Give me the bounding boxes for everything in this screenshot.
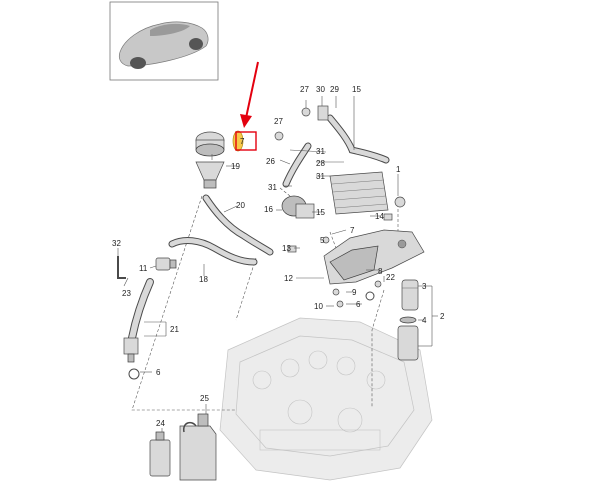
callout-6-left[interactable]: 6 [156,368,161,377]
callout-27-left[interactable]: 27 [274,117,283,126]
callout-26[interactable]: 26 [266,157,275,166]
oil-module-housing [323,229,425,285]
callout-25[interactable]: 25 [200,394,209,403]
callout-23[interactable]: 23 [122,289,131,298]
highlight-arrow [240,61,259,128]
callout-15-mid[interactable]: 15 [316,208,325,217]
reference-lines [131,187,399,411]
oil-filler-cap [195,131,225,157]
callout-13[interactable]: 13 [282,244,291,253]
callout-10[interactable]: 10 [314,302,323,311]
callout-16[interactable]: 16 [264,205,273,214]
callout-29[interactable]: 29 [330,85,339,94]
small-fittings [128,107,406,380]
callout-19[interactable]: 19 [231,162,240,171]
car-body [118,21,209,67]
callout-21[interactable]: 21 [170,325,179,334]
callout-1[interactable]: 1 [396,165,401,174]
callout-31-low[interactable]: 31 [316,172,325,181]
callout-11[interactable]: 11 [139,264,148,273]
callout-22[interactable]: 22 [386,273,395,282]
engine-block [219,317,433,481]
callout-12[interactable]: 12 [284,274,293,283]
oil-cooler [329,171,389,215]
callout-28[interactable]: 28 [316,159,325,168]
filler-neck [195,161,225,189]
callout-32[interactable]: 32 [112,239,121,248]
bracket-32 [117,256,126,279]
callout-27-top[interactable]: 27 [300,85,309,94]
callout-3[interactable]: 3 [422,282,427,291]
hose-18 [168,237,258,266]
callout-7[interactable]: 7 [240,137,245,146]
callout-7-lower[interactable]: 7 [350,226,355,235]
hose-11 [155,257,177,271]
callout-15-top[interactable]: 15 [352,85,361,94]
callout-4[interactable]: 4 [422,316,427,325]
callout-6-right[interactable]: 6 [356,300,361,309]
hose-26 [282,142,312,188]
callout-8[interactable]: 8 [378,267,383,276]
callout-20[interactable]: 20 [236,201,245,210]
callout-24[interactable]: 24 [156,419,165,428]
vehicle-thumbnail [109,1,219,81]
filter-housing-4 [397,316,419,361]
pump-16 [281,195,315,219]
tube-21 [123,278,154,363]
callout-31-left[interactable]: 31 [268,183,277,192]
callout-18[interactable]: 18 [199,275,208,284]
breather-hose-20 [202,194,274,256]
highlighted-seal [232,130,257,152]
callout-14[interactable]: 14 [375,212,384,221]
car-wheel-rear [189,38,203,50]
callout-2[interactable]: 2 [440,312,445,321]
callout-5[interactable]: 5 [320,236,325,245]
oil-canister-25 [179,413,217,481]
oil-bottle-24 [149,431,171,477]
callout-labels: 7 19 20 18 11 32 23 21 6 27 26 31 27 30 … [112,85,445,428]
callout-31-mid[interactable]: 31 [316,147,325,156]
car-wheel-front [130,57,146,69]
pipe-15 [317,105,390,164]
leader-lines [117,96,438,432]
callout-30[interactable]: 30 [316,85,325,94]
oil-filter-3 [401,279,419,311]
callout-9[interactable]: 9 [352,288,357,297]
